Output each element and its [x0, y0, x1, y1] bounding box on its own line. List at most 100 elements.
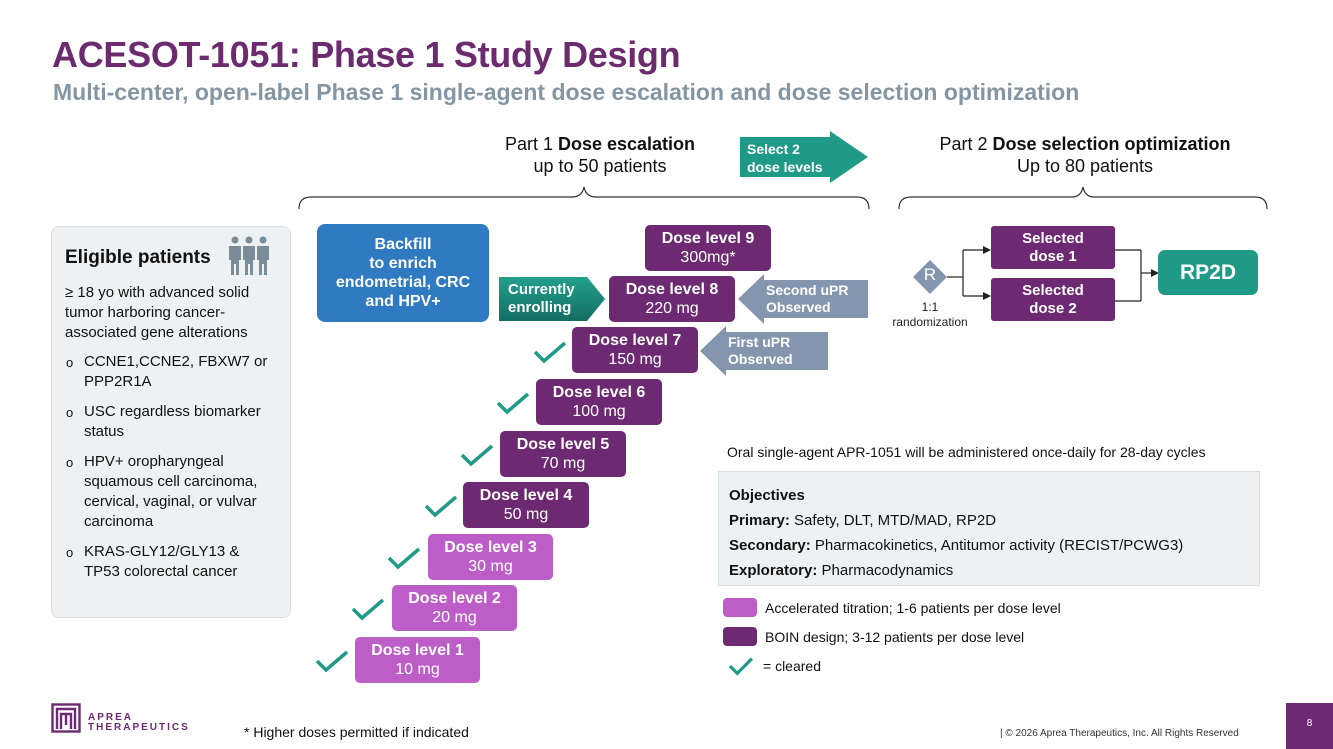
dose-level-3: Dose level 3 30 mg: [428, 534, 553, 580]
backfill-line4: and HPV+: [365, 293, 441, 310]
eligible-patients-panel: Eligible patients ≥ 18 yo with advanced …: [51, 226, 291, 618]
dose-amount: 220 mg: [645, 300, 699, 317]
objective-label: Secondary:: [729, 537, 811, 554]
check-icon: [496, 392, 530, 415]
dosing-note: Oral single-agent APR-1051 will be admin…: [727, 444, 1206, 460]
objective-exploratory: Exploratory: Pharmacodynamics: [729, 558, 1249, 583]
backfill-line1: Backfill: [374, 236, 432, 253]
people-group-icon: [229, 236, 269, 275]
selected-dose-line1: Selected: [1022, 229, 1084, 247]
aprea-logo-icon: [51, 703, 81, 733]
randomization-connectors: [913, 246, 1159, 302]
objective-text: Pharmacokinetics, Antitumor activity (RE…: [810, 537, 1184, 554]
second-upr-line2: Observed: [766, 299, 831, 315]
dose-level-7: Dose level 7 150 mg: [572, 327, 698, 373]
select-arrow-line1: Select 2: [747, 141, 800, 157]
first-upr-line2: Observed: [728, 351, 793, 367]
check-icon: [315, 650, 349, 673]
dose-label: Dose level 5: [516, 436, 610, 453]
objective-label: Exploratory:: [729, 562, 818, 579]
randomization-diamond: [913, 260, 947, 294]
objective-secondary: Secondary: Pharmacokinetics, Antitumor a…: [729, 533, 1249, 558]
arrow-right-icon: [740, 131, 868, 183]
objective-primary: Primary: Safety, DLT, MTD/MAD, RP2D: [729, 508, 1249, 533]
check-icon: [460, 444, 494, 467]
select-arrow-line2: dose levels: [747, 159, 823, 175]
criteria-item: KRAS-GLY12/GLY13 & TP53 colorectal cance…: [65, 542, 278, 582]
first-upr-arrow: First uPR Observed: [700, 326, 828, 376]
eligible-criteria-list: CCNE1,CCNE2, FBXW7 or PPP2R1A USC regard…: [65, 352, 278, 582]
part1-subtitle: up to 50 patients: [533, 156, 667, 176]
enrolling-line2: enrolling: [508, 299, 572, 316]
criteria-item: CCNE1,CCNE2, FBXW7 or PPP2R1A: [65, 352, 278, 392]
dose-label: Dose level 6: [552, 384, 646, 401]
dose-amount: 70 mg: [540, 455, 586, 472]
check-icon: [387, 547, 421, 570]
dose-label: Dose level 1: [371, 642, 464, 659]
dose-label: Dose level 9: [661, 230, 755, 247]
dose-amount: 50 mg: [503, 506, 549, 523]
dose-level-6: Dose level 6 100 mg: [536, 379, 662, 425]
dose-label: Dose level 2: [408, 590, 501, 607]
select-dose-levels-arrow: Select 2 dose levels: [740, 131, 870, 183]
dose-level-2: Dose level 2 20 mg: [392, 585, 517, 631]
randomization-label: 1:1 randomization: [885, 300, 975, 330]
second-upr-arrow: Second uPR Observed: [738, 274, 868, 324]
part1-prefix: Part 1: [504, 134, 558, 154]
dose-label: Dose level 3: [444, 539, 537, 556]
part2-heading: Part 2 Dose selection optimization Up to…: [905, 133, 1265, 177]
dose-level-8: Dose level 8 220 mg: [609, 276, 735, 322]
part2-subtitle: Up to 80 patients: [1016, 156, 1154, 176]
part2-title: Dose selection optimization: [992, 134, 1231, 154]
dose-amount: 10 mg: [395, 661, 440, 678]
logo-line1: APREA: [88, 712, 134, 723]
arrow-left-icon: [738, 274, 868, 324]
backfill-box: Backfill to enrich endometrial, CRC and …: [317, 224, 489, 322]
legend-boin: BOIN design; 3-12 patients per dose leve…: [723, 627, 1024, 646]
legend-swatch-boin: [723, 627, 757, 646]
check-icon: [533, 341, 567, 364]
selected-dose-line1: Selected: [1022, 281, 1084, 299]
selected-dose-2: Selected dose 2: [991, 278, 1115, 321]
selected-dose-line2: dose 1: [1029, 247, 1077, 265]
randomization-text: randomization: [892, 315, 968, 329]
part1-brace: [298, 186, 870, 210]
dose-label: Dose level 4: [479, 487, 573, 504]
legend-accelerated: Accelerated titration; 1-6 patients per …: [723, 598, 1061, 617]
second-upr-line1: Second uPR: [766, 282, 849, 298]
dose-amount: 300mg*: [680, 249, 736, 266]
part2-prefix: Part 2: [939, 134, 993, 154]
dose-level-4: Dose level 4 50 mg: [463, 482, 589, 528]
logo-line2: THERAPEUTICS: [88, 722, 190, 733]
copyright: | © 2026 Aprea Therapeutics, Inc. All Ri…: [1000, 728, 1239, 739]
dose-amount: 100 mg: [572, 403, 626, 420]
backfill-line2: to enrich: [369, 255, 437, 272]
dose-amount: 20 mg: [432, 609, 477, 626]
objective-text: Safety, DLT, MTD/MAD, RP2D: [789, 512, 997, 529]
check-icon: [424, 495, 458, 518]
legend-cleared: = cleared: [723, 655, 821, 677]
check-icon: [728, 657, 754, 676]
dose-amount: 30 mg: [468, 558, 513, 575]
selected-dose-1: Selected dose 1: [991, 226, 1115, 269]
currently-enrolling-tag: Currently enrolling: [499, 277, 607, 321]
eligible-intro: ≥ 18 yo with advanced solid tumor harbor…: [65, 284, 250, 341]
footnote: * Higher doses permitted if indicated: [244, 724, 469, 740]
objective-label: Primary:: [729, 512, 790, 529]
legend-cleared-text: = cleared: [763, 658, 821, 674]
dose-level-5: Dose level 5 70 mg: [500, 431, 626, 477]
legend-swatch-accelerated: [723, 598, 757, 617]
pentagon-arrow-icon: [499, 277, 605, 321]
randomization-symbol: R: [923, 265, 937, 284]
arrow-left-icon: [700, 326, 828, 376]
legend-boin-text: BOIN design; 3-12 patients per dose leve…: [765, 628, 1025, 645]
randomization-ratio: 1:1: [921, 300, 939, 314]
dose-amount: 150 mg: [608, 351, 662, 368]
selected-dose-line2: dose 2: [1029, 299, 1077, 317]
slide-title: ACESOT-1051: Phase 1 Study Design: [52, 34, 681, 75]
aprea-logo-text: APREA THERAPEUTICS: [88, 713, 190, 733]
slide-subtitle: Multi-center, open-label Phase 1 single-…: [53, 79, 1080, 105]
dose-level-9: Dose level 9 300mg*: [645, 225, 771, 271]
part2-brace: [898, 186, 1268, 210]
objectives-box: Objectives Primary: Safety, DLT, MTD/MAD…: [718, 471, 1260, 586]
